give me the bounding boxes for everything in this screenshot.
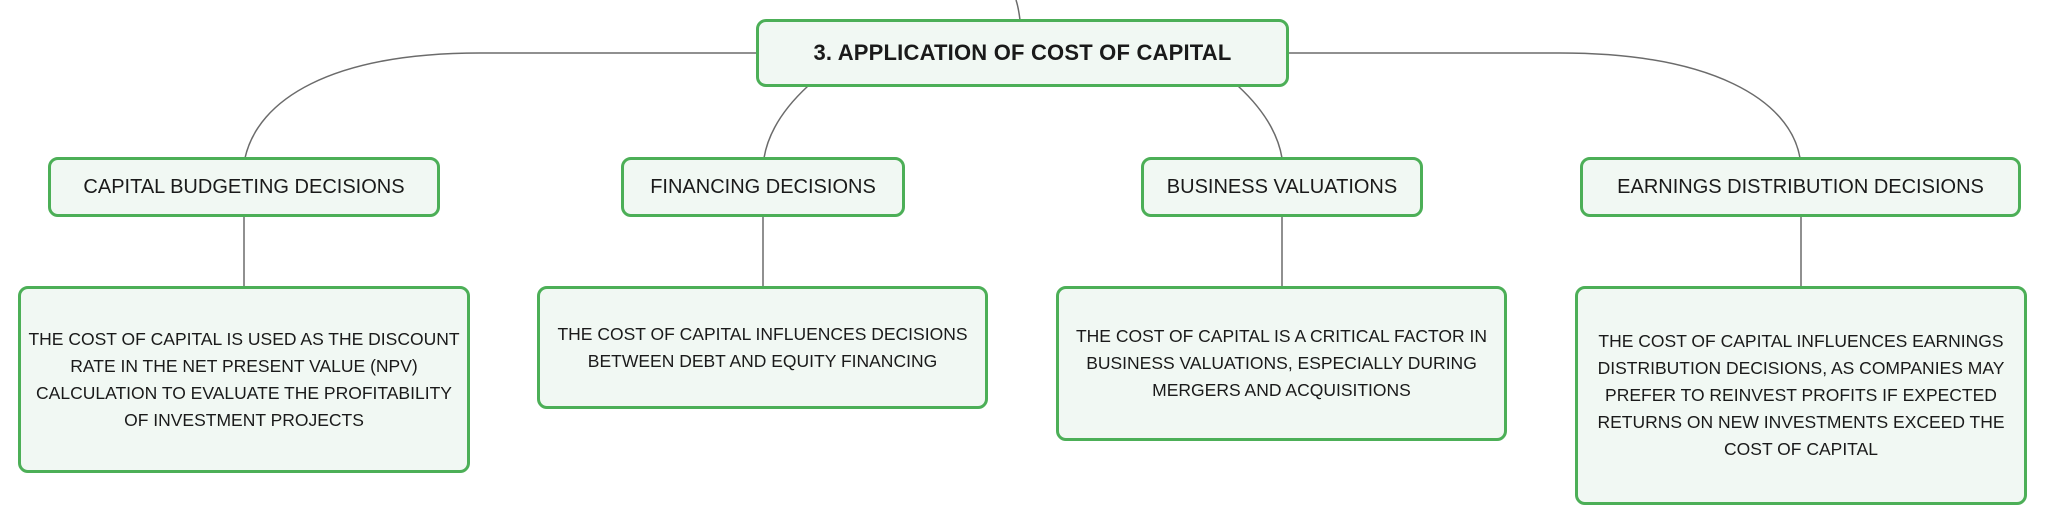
detail-node-business-valuations[interactable]: THE COST OF CAPITAL IS A CRITICAL FACTOR… [1056, 286, 1507, 441]
detail-text: THE COST OF CAPITAL INFLUENCES DECISIONS… [557, 323, 968, 371]
connector-root-business-valuations [1237, 85, 1283, 159]
connector-parent-root [1015, 0, 1021, 21]
branch-node-capital-budgeting[interactable]: CAPITAL BUDGETING DECISIONS [48, 157, 440, 217]
connector-root-earnings-distribution [1288, 52, 1801, 159]
detail-node-capital-budgeting[interactable]: THE COST OF CAPITAL IS USED AS THE DISCO… [18, 286, 470, 473]
branch-node-financing[interactable]: FINANCING DECISIONS [621, 157, 905, 217]
root-topic-node[interactable]: 3. APPLICATION OF COST OF CAPITAL [756, 19, 1289, 87]
detail-node-earnings-distribution[interactable]: THE COST OF CAPITAL INFLUENCES EARNINGS … [1575, 286, 2027, 505]
connector-root-financing [763, 85, 809, 159]
branch-label: BUSINESS VALUATIONS [1166, 175, 1398, 198]
detail-node-financing[interactable]: THE COST OF CAPITAL INFLUENCES DECISIONS… [537, 286, 988, 409]
detail-text: THE COST OF CAPITAL INFLUENCES EARNINGS … [1597, 331, 2005, 459]
branch-label: EARNINGS DISTRIBUTION DECISIONS [1617, 175, 1984, 198]
branch-node-earnings-distribution[interactable]: EARNINGS DISTRIBUTION DECISIONS [1580, 157, 2021, 217]
detail-text: THE COST OF CAPITAL IS USED AS THE DISCO… [28, 328, 460, 430]
branch-node-business-valuations[interactable]: BUSINESS VALUATIONS [1141, 157, 1423, 217]
connector-root-capital-budgeting [244, 52, 757, 159]
root-topic-label: 3. APPLICATION OF COST OF CAPITAL [813, 40, 1232, 65]
branch-label: FINANCING DECISIONS [650, 175, 876, 198]
detail-text: THE COST OF CAPITAL IS A CRITICAL FACTOR… [1075, 326, 1487, 400]
branch-label: CAPITAL BUDGETING DECISIONS [83, 175, 405, 198]
